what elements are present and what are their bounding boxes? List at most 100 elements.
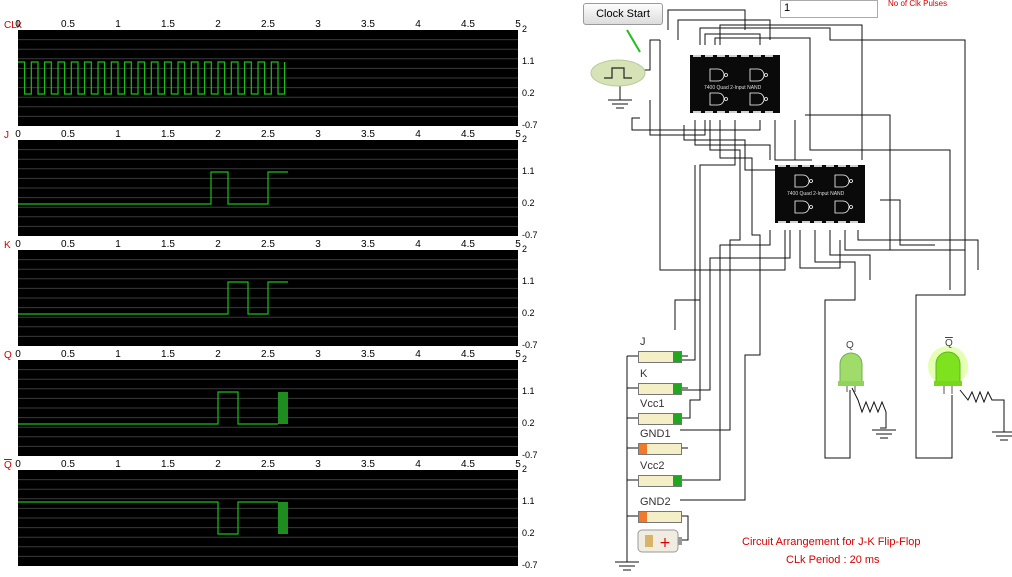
y-tick-label: 1.1	[522, 496, 535, 506]
x-tick-label: 4	[415, 19, 421, 30]
y-tick-label: 2	[522, 464, 528, 474]
x-tick-label: 3.5	[361, 349, 375, 360]
svg-text:+: +	[659, 535, 671, 551]
x-tick-label: 1	[115, 19, 121, 30]
y-tick-label: 0.2	[522, 418, 535, 428]
x-tick-label: 1.5	[161, 459, 175, 470]
switch-label: K	[640, 368, 648, 380]
plot-area	[18, 140, 518, 236]
y-tick-label: 0.2	[522, 88, 535, 98]
x-tick-label: 5	[515, 349, 521, 360]
x-tick-label: 0	[15, 459, 21, 470]
x-tick-label: 2.5	[261, 129, 275, 140]
clock-period-caption: CLk Period : 20 ms	[786, 554, 880, 566]
x-tick-label: 0.5	[61, 129, 75, 140]
switch-label: J	[640, 336, 646, 348]
x-tick-label: 3	[315, 129, 321, 140]
x-tick-label: 0.5	[61, 459, 75, 470]
x-tick-label: 2.5	[261, 349, 275, 360]
x-tick-label: 0.5	[61, 239, 75, 250]
plot-area	[18, 30, 518, 126]
y-tick-label: 2	[522, 24, 528, 34]
switch-label: GND1	[640, 428, 671, 440]
y-tick-label: -0.7	[522, 230, 538, 240]
trace-svg	[18, 479, 518, 557]
x-tick-label: 4.5	[461, 129, 475, 140]
x-tick-label: 1.5	[161, 19, 175, 30]
x-tick-label: 4.5	[461, 239, 475, 250]
y-tick-label: 0.2	[522, 308, 535, 318]
x-tick-label: 0	[15, 19, 21, 30]
toggle-switch-vcc2[interactable]	[638, 475, 682, 487]
y-tick-label: 2	[522, 134, 528, 144]
pulse-count-label: No of Clk Pulses	[888, 0, 948, 8]
toggle-switch-vcc1[interactable]	[638, 413, 682, 425]
x-tick-label: 3	[315, 19, 321, 30]
x-tick-label: 3.5	[361, 19, 375, 30]
trace-svg	[18, 39, 518, 117]
toggle-switch-k[interactable]	[638, 383, 682, 395]
trace-svg	[18, 149, 518, 227]
x-tick-label: 0	[15, 129, 21, 140]
switch-knob	[639, 512, 647, 522]
clock-source-icon[interactable]	[590, 58, 646, 88]
switch-knob	[673, 384, 681, 394]
x-tick-label: 2.5	[261, 239, 275, 250]
oscillation-band	[278, 392, 288, 424]
x-tick-label: 4	[415, 129, 421, 140]
switch-label: Vcc2	[640, 460, 665, 472]
y-tick-label: 2	[522, 244, 528, 254]
plot-area	[18, 470, 518, 566]
channel-label: Q	[4, 350, 12, 361]
x-tick-label: 4	[415, 239, 421, 250]
x-tick-label: 3	[315, 349, 321, 360]
x-tick-label: 3.5	[361, 129, 375, 140]
switch-knob	[639, 444, 647, 454]
x-tick-label: 2	[215, 459, 221, 470]
toggle-switch-gnd2[interactable]	[638, 511, 682, 523]
oscillation-band	[278, 502, 288, 534]
x-tick-label: 5	[515, 239, 521, 250]
clock-start-button[interactable]: Clock Start	[583, 3, 663, 25]
y-tick-label: -0.7	[522, 120, 538, 130]
x-tick-label: 2.5	[261, 459, 275, 470]
x-tick-label: 4	[415, 459, 421, 470]
y-tick-label: -0.7	[522, 560, 538, 570]
y-tick-label: 1.1	[522, 166, 535, 176]
y-tick-label: 1.1	[522, 386, 535, 396]
channel-label: K	[4, 240, 11, 251]
y-tick-label: 0.2	[522, 528, 535, 538]
x-tick-label: 0	[15, 349, 21, 360]
x-tick-label: 1.5	[161, 239, 175, 250]
x-tick-label: 1	[115, 349, 121, 360]
toggle-switch-gnd1[interactable]	[638, 443, 682, 455]
x-tick-label: 5	[515, 129, 521, 140]
x-tick-label: 5	[515, 459, 521, 470]
channel-label: J	[4, 130, 9, 141]
plot-area	[18, 250, 518, 346]
switch-label: Vcc1	[640, 398, 665, 410]
toggle-switch-j[interactable]	[638, 351, 682, 363]
nand-chip-2: 7400 Quad 2-Input NAND	[775, 165, 865, 223]
y-tick-label: 0.2	[522, 198, 535, 208]
trace-line	[18, 61, 286, 95]
trace-svg	[18, 369, 518, 447]
trace-line	[18, 501, 278, 535]
x-tick-label: 0.5	[61, 19, 75, 30]
x-tick-label: 4.5	[461, 19, 475, 30]
x-tick-label: 1	[115, 239, 121, 250]
switch-knob	[673, 352, 681, 362]
pulse-count-field[interactable]: 1	[780, 0, 878, 18]
trace-line	[18, 281, 288, 315]
switch-label: GND2	[640, 496, 671, 508]
led-q-label: Q	[846, 340, 854, 351]
trace-svg	[18, 259, 518, 337]
channel-label: Q	[4, 460, 12, 471]
circuit-caption: Circuit Arrangement for J-K Flip-Flop	[742, 536, 921, 548]
x-tick-label: 1	[115, 129, 121, 140]
